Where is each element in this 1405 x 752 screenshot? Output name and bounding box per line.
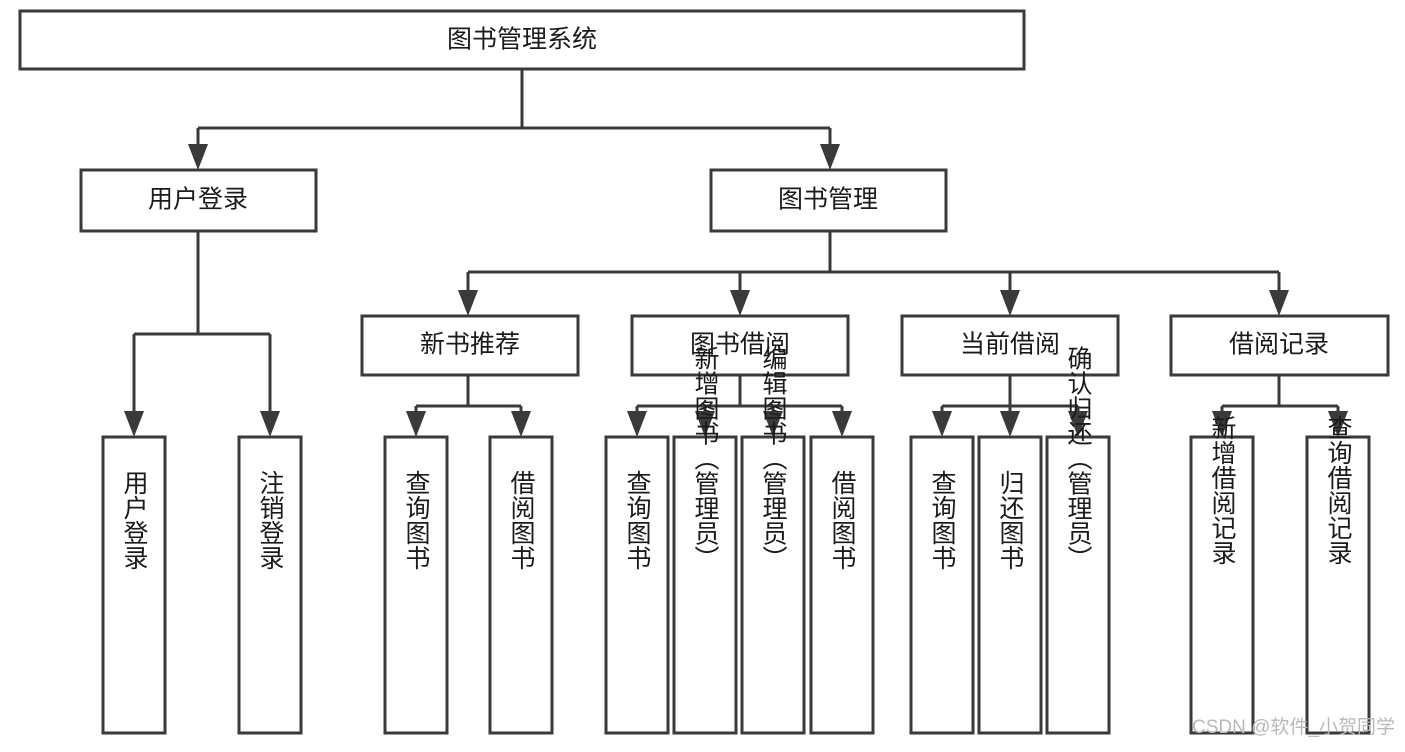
node-box — [18, 9, 1026, 71]
connector-borrowrecord-to-leaves — [1212, 375, 1348, 437]
node-box — [604, 435, 670, 735]
leaf-label-query-book-1: 查询图书 — [402, 470, 431, 570]
leaf-label-return-book: 归还图书 — [996, 470, 1025, 570]
node-label-new-book-recommend: 新书推荐 — [420, 331, 520, 359]
connector-root-to-level2 — [188, 69, 840, 170]
leaf-label-query-book-3: 查询图书 — [928, 470, 957, 570]
connector-bookborrow-to-leaves — [627, 375, 852, 437]
arrow-head-icon — [511, 411, 531, 437]
leaf-node-add-book[interactable]: 新增图书（管理员） — [672, 346, 738, 735]
leaf-node-return-book[interactable]: 归还图书 — [977, 435, 1043, 735]
node-box — [237, 435, 303, 735]
node-box — [383, 435, 449, 735]
arrow-head-icon — [1068, 411, 1088, 437]
arrow-head-icon — [695, 411, 715, 437]
leaf-label-query-book-2: 查询图书 — [623, 470, 652, 570]
node-box — [809, 435, 875, 735]
watermark-text: CSDN @软件_小贺同学 — [1192, 716, 1395, 738]
leaf-node-borrow-book-2[interactable]: 借阅图书 — [809, 435, 875, 735]
node-box — [1305, 435, 1371, 735]
arrow-head-icon — [1269, 290, 1289, 316]
arrow-head-icon — [763, 411, 783, 437]
node-box — [1045, 435, 1111, 735]
arrow-head-icon — [1000, 411, 1020, 437]
leaf-label-add-book: 新增图书（管理员） — [691, 346, 720, 571]
leaf-node-query-book-3[interactable]: 查询图书 — [909, 435, 975, 735]
arrow-head-icon — [932, 411, 952, 437]
arrow-head-icon — [1000, 290, 1020, 316]
leaf-label-edit-book: 编辑图书（管理员） — [759, 346, 788, 571]
connector-currentborrow-to-leaves — [932, 375, 1088, 437]
node-book-manage[interactable]: 图书管理 — [709, 168, 948, 233]
node-box — [1169, 314, 1390, 377]
leaf-node-query-book-2[interactable]: 查询图书 — [604, 435, 670, 735]
leaf-label-add-record: 新增借阅记录 — [1208, 415, 1237, 565]
node-box — [360, 314, 580, 377]
leaf-label-borrow-book-1: 借阅图书 — [507, 470, 536, 570]
arrow-head-icon — [188, 144, 208, 170]
node-current-borrow[interactable]: 当前借阅 — [900, 314, 1120, 377]
leaf-label-user-login: 用户登录 — [120, 470, 149, 570]
leaf-node-user-logout[interactable]: 注销登录 — [237, 435, 303, 735]
connector-userlogin-to-leaves — [124, 231, 280, 437]
leaf-node-user-login[interactable]: 用户登录 — [101, 435, 167, 735]
leaf-label-user-logout: 注销登录 — [256, 470, 285, 570]
leaf-label-borrow-book-2: 借阅图书 — [828, 470, 857, 570]
node-label-book-borrow: 图书借阅 — [690, 331, 790, 359]
leaf-node-borrow-book-1[interactable]: 借阅图书 — [488, 435, 554, 735]
leaf-node-query-book-1[interactable]: 查询图书 — [383, 435, 449, 735]
leaf-node-add-record[interactable]: 新增借阅记录 — [1189, 415, 1255, 735]
arrow-head-icon — [627, 411, 647, 437]
arrow-head-icon — [1328, 411, 1348, 437]
leaf-label-query-record: 查询借阅记录 — [1324, 415, 1353, 565]
node-box — [79, 168, 318, 233]
node-root-system[interactable]: 图书管理系统 — [18, 9, 1026, 71]
node-box — [101, 435, 167, 735]
node-box — [709, 168, 948, 233]
arrow-head-icon — [260, 411, 280, 437]
arrow-head-icon — [832, 411, 852, 437]
node-box — [909, 435, 975, 735]
leaf-node-query-record[interactable]: 查询借阅记录 — [1305, 415, 1371, 735]
node-box — [740, 435, 806, 735]
arrow-head-icon — [458, 290, 478, 316]
node-box — [488, 435, 554, 735]
node-label-current-borrow: 当前借阅 — [960, 331, 1060, 359]
node-user-login[interactable]: 用户登录 — [79, 168, 318, 233]
node-box — [630, 314, 850, 377]
arrow-head-icon — [124, 411, 144, 437]
node-label-user-login: 用户登录 — [148, 186, 248, 214]
node-box — [900, 314, 1120, 377]
node-label-borrow-record: 借阅记录 — [1229, 331, 1329, 359]
node-label-root: 图书管理系统 — [447, 26, 597, 54]
node-box — [672, 435, 738, 735]
arrow-head-icon — [730, 290, 750, 316]
node-new-book-recommend[interactable]: 新书推荐 — [360, 314, 580, 377]
leaf-node-confirm-return[interactable]: 确认归还（管理员） — [1045, 346, 1111, 735]
node-box — [977, 435, 1043, 735]
connector-bookmanage-to-level3 — [458, 231, 1289, 316]
leaf-node-edit-book[interactable]: 编辑图书（管理员） — [740, 346, 806, 735]
node-label-book-manage: 图书管理 — [778, 186, 878, 214]
arrow-head-icon — [1212, 411, 1232, 437]
connector-newbook-to-leaves — [406, 375, 531, 437]
leaf-label-confirm-return: 确认归还（管理员） — [1064, 346, 1093, 571]
node-borrow-record[interactable]: 借阅记录 — [1169, 314, 1390, 377]
node-book-borrow[interactable]: 图书借阅 — [630, 314, 850, 377]
arrow-head-icon — [406, 411, 426, 437]
node-box — [1189, 435, 1255, 735]
arrow-head-icon — [820, 144, 840, 170]
